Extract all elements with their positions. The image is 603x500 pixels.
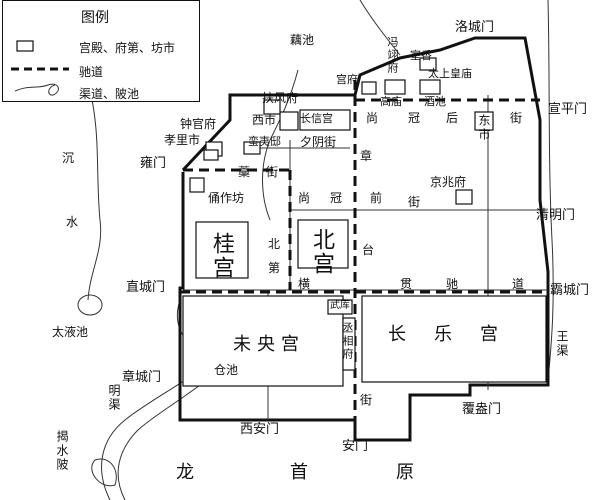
label-gui: 桂宫 (209, 232, 234, 280)
label-chengxiangfu: 丞相府 (341, 322, 354, 361)
label-mingqu: 明渠 (107, 384, 121, 412)
label-xiaolishi: 孝里市 (164, 133, 201, 147)
dongshi-market (474, 111, 494, 131)
legend-swatches (11, 40, 69, 96)
label-changle: 长乐宫 (388, 324, 526, 345)
city-wall (178, 36, 550, 442)
gate-luocheng: 洛城门 (455, 20, 495, 35)
label-wuku: 武库 (330, 300, 350, 311)
label-shangguanqian-2: 冠 (330, 191, 343, 205)
jingzhao-office (455, 189, 473, 205)
label-shangguanqian-1: 尚 (298, 191, 311, 205)
xiaoli-market (203, 149, 219, 161)
label-jueshuibei: 揭水陂 (55, 430, 69, 472)
manyi-lodge (243, 141, 261, 155)
jue-river (87, 99, 102, 301)
legend-item-palace: 宫殿、府第、坊市 (79, 41, 176, 55)
taiye-pond (77, 294, 103, 316)
label-longshou-3: 原 (396, 462, 414, 483)
label-shixiang: 室香 (410, 49, 432, 62)
gate-qingming: 清明门 (536, 208, 576, 223)
label-bei: 北宫 (309, 228, 334, 276)
label-shangguan-1: 尚 (366, 111, 379, 125)
gongfu-office (361, 81, 377, 95)
gaomiao-temple (384, 79, 406, 95)
legend-title: 图例 (81, 10, 109, 26)
label-ouchi: 藕池 (290, 33, 315, 47)
label-beidi-2: 第 (268, 261, 281, 275)
label-zhangtai-2: 台 (362, 243, 375, 257)
gate-zhicheng: 直城门 (126, 280, 166, 295)
label-beidi-1: 北 (268, 237, 281, 251)
legend-item-road: 驰道 (79, 65, 104, 79)
label-gaojie: 藁街 (238, 165, 295, 179)
weiyang-palace (182, 295, 344, 387)
gui-palace (195, 221, 249, 279)
label-gongfu: 宫府 (336, 73, 358, 86)
gate-an: 安门 (342, 439, 369, 454)
yongzuo-workshop (189, 177, 205, 193)
label-wangqu: 王渠 (555, 330, 569, 358)
label-jingzhaofu: 京兆府 (430, 175, 467, 189)
label-gaomiao: 高庙 (380, 95, 402, 108)
jiuchi-pond (419, 79, 441, 95)
label-shangguan-2: 冠 (408, 111, 421, 125)
gate-xuanping: 宣平门 (548, 102, 588, 117)
label-jie-bottom: 街 (360, 393, 373, 407)
label-yongzuofang: 俑作坊 (208, 191, 245, 205)
taishang-temple (419, 57, 437, 71)
label-jiuchi: 酒池 (424, 95, 446, 108)
label-guanchidao-2: 驰 (446, 277, 459, 291)
label-guanchidao-3: 道 (512, 277, 525, 291)
label-longshou-2: 首 (290, 462, 308, 483)
label-longshou-1: 龙 (176, 462, 194, 483)
label-xishi: 西市 (252, 113, 277, 127)
gate-zhangcheng: 章城门 (122, 370, 162, 385)
wuku-armory (327, 299, 353, 315)
label-taiyechi: 太液池 (52, 325, 89, 339)
chengxiang-office (342, 317, 356, 371)
gate-xian: 西安门 (240, 422, 280, 437)
label-cangchi: 仓池 (214, 363, 239, 377)
label-weiyang: 未央宫 (233, 334, 305, 355)
label-zhongguanfu: 钟官府 (180, 117, 217, 131)
fufeng-office (263, 99, 281, 115)
changxin-palace (299, 109, 351, 131)
label-guanchidao-1: 贯 (400, 277, 413, 291)
wang-canal (547, 0, 554, 381)
label-jue: 沉 (62, 151, 75, 165)
label-shui: 水 (66, 215, 79, 229)
gate-yong: 雍门 (140, 156, 167, 171)
label-taishang: 太上皇庙 (428, 67, 472, 80)
label-manyidi: 蛮夷邸 (248, 135, 281, 148)
label-fengyi: 冯翊府 (386, 36, 399, 75)
xishi-market (279, 111, 299, 131)
label-zhangtai-1: 章 (360, 149, 373, 163)
label-shangguan-3: 后 (446, 111, 459, 125)
gate-bacheng: 霸城门 (550, 283, 590, 298)
bei-palace (297, 219, 349, 269)
gate-fuang: 覆盎门 (462, 402, 502, 417)
label-xiayinjie: 夕阴街 (300, 135, 337, 149)
legend-item-canal: 渠道、陂池 (79, 87, 140, 101)
legend: 图例 宫殿、府第、坊市 驰道 渠道、陂池 (2, 0, 200, 102)
label-fufengfu: 扶风府 (262, 91, 299, 105)
label-shangguan-4: 街 (510, 111, 523, 125)
north-river (359, 0, 401, 56)
label-dongshi: 东市 (477, 114, 491, 142)
changle-palace (361, 295, 547, 383)
label-changxin: 长信宫 (300, 112, 333, 125)
jueshui-pond (91, 458, 117, 487)
label-hengmen: 横 (298, 277, 311, 291)
label-shangguanqian-4: 街 (408, 195, 421, 209)
label-shangguanqian-3: 前 (370, 191, 383, 205)
